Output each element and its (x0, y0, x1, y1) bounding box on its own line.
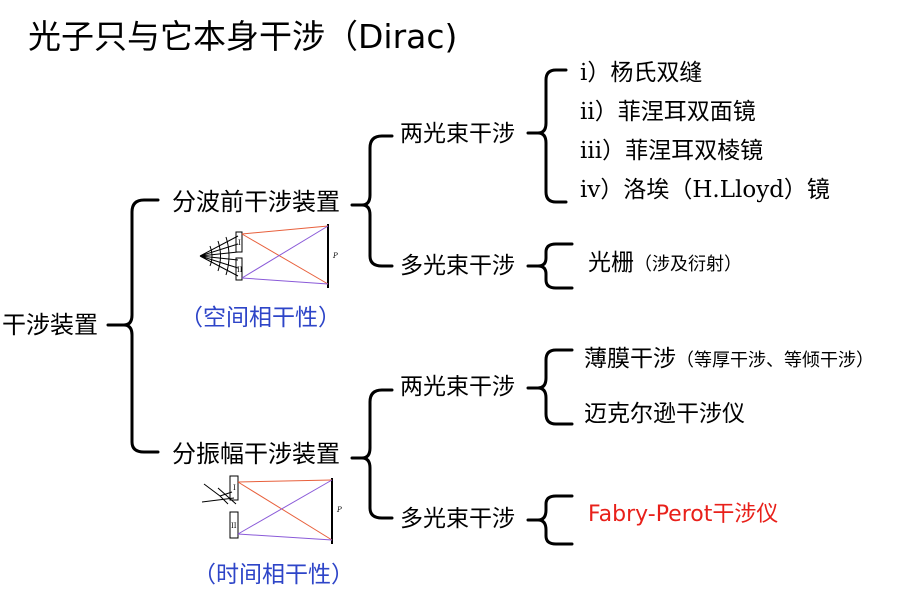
list-item-michelson: 迈克尔逊干涉仪 (584, 401, 745, 427)
multi-beam-label-2: 多光束干涉 (400, 506, 515, 532)
list-item-young: i）杨氏双缝 (580, 60, 703, 86)
multibeam-brace-2 (526, 494, 574, 522)
wavefront-brace (350, 134, 394, 207)
amplitude-brace-lower (360, 456, 394, 520)
amplitude-figure: I II P (201, 475, 342, 544)
fig2-slit-upper: I (233, 484, 236, 492)
root-label: 干涉装置 (2, 311, 98, 339)
thin-film-sub: （等厚干涉、等倾干涉） (676, 350, 874, 371)
grating-main: 光栅 (588, 250, 634, 276)
grating-sub: （涉及衍射） (634, 254, 742, 275)
two-beam-label-2: 两光束干涉 (400, 374, 515, 400)
two-beam-label-1: 两光束干涉 (400, 121, 515, 147)
multibeam-brace-1 (526, 242, 574, 268)
root-brace-lower (122, 323, 160, 454)
temporal-coherence-note: （时间相干性） (193, 562, 354, 588)
list-item-fabry-perot: Fabry-Perot干涉仪 (588, 502, 779, 527)
thin-film-main: 薄膜干涉 (584, 346, 676, 372)
wavefront-brace-lower (360, 203, 394, 268)
multibeam-brace-2-lower (536, 518, 574, 546)
root-brace (106, 198, 160, 327)
spatial-coherence-note: （空间相干性） (180, 305, 341, 331)
twobeam-brace-2 (526, 348, 574, 390)
wavefront-division-label: 分波前干涉装置 (172, 188, 340, 216)
list-item-fresnel-mirror: ii）菲涅耳双面镜 (580, 99, 756, 125)
page-title: 光子只与它本身干涉（Dirac) (28, 17, 458, 56)
multibeam-brace-1-lower (536, 264, 574, 290)
amplitude-brace (350, 388, 394, 460)
list-item-fresnel-biprism: iii）菲涅耳双棱镜 (580, 138, 764, 164)
twobeam-brace-2-lower (536, 386, 574, 426)
amplitude-division-label: 分振幅干涉装置 (172, 440, 340, 468)
fig1-slit-upper: I (238, 239, 241, 247)
twobeam-brace-1-lower (536, 131, 568, 204)
fig2-slit-lower: II (231, 522, 237, 530)
twobeam-brace-1 (526, 68, 568, 135)
fig1-screen-label: P (332, 252, 338, 260)
fig2-screen-label: P (336, 506, 342, 514)
fig1-slit-lower: II (237, 266, 243, 274)
multi-beam-label-1: 多光束干涉 (400, 253, 515, 279)
wavefront-figure: I II P (199, 224, 338, 288)
list-item-thin-film: 薄膜干涉（等厚干涉、等倾干涉） (584, 348, 874, 371)
list-item-grating: 光栅（涉及衍射） (588, 252, 742, 275)
list-item-lloyd-mirror: iv）洛埃（H.Lloyd）镜 (580, 177, 830, 203)
